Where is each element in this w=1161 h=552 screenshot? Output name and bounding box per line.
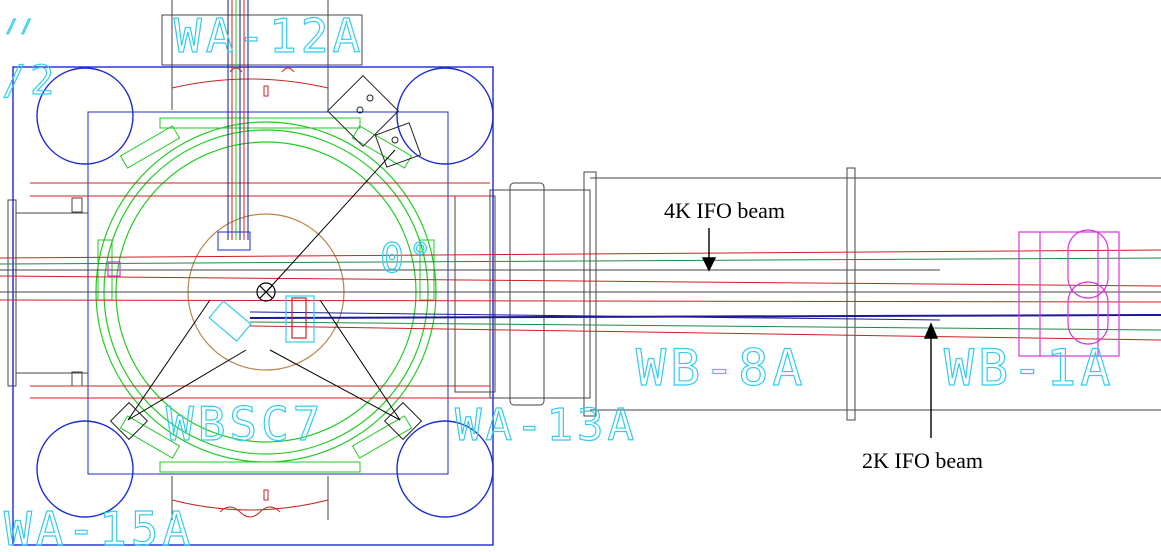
- corner-tanks: [36, 67, 494, 518]
- label-wb8a: WB-8A: [636, 339, 807, 397]
- top-nozzle: [161, 0, 363, 110]
- horizontal-guides: [30, 182, 490, 399]
- beam-tube: [454, 167, 1161, 421]
- vertical-beams: [217, 0, 251, 251]
- diagonal-leaders: [127, 149, 401, 421]
- label-wb1a: WB-1A: [944, 339, 1115, 397]
- chamber-frame: [12, 66, 494, 546]
- label-frac: /2: [2, 58, 58, 104]
- magenta-assembly: [1018, 229, 1120, 357]
- inner-frame: [87, 111, 449, 475]
- label-wa12a: WA-12A: [174, 9, 364, 63]
- ifo-beams: [0, 249, 1161, 341]
- callout-arrows: [701, 228, 939, 438]
- support-blocks: [97, 117, 435, 473]
- bottom-nozzle: [171, 476, 329, 520]
- optics-components: [107, 261, 315, 343]
- red-markers: [229, 67, 295, 501]
- label-wa13a: WA-13A: [455, 400, 638, 451]
- label-wa15a: WA-15A: [4, 502, 194, 552]
- label-angle: 0°: [380, 236, 436, 282]
- label-wbsc7: WBSC7: [166, 397, 324, 451]
- corner-devices: [109, 74, 423, 441]
- callout-4k-ifo-beam: 4K IFO beam: [664, 198, 785, 223]
- callout-2k-ifo-beam: 2K IFO beam: [862, 448, 983, 473]
- label-tick: //: [6, 16, 36, 37]
- left-port: [7, 197, 88, 387]
